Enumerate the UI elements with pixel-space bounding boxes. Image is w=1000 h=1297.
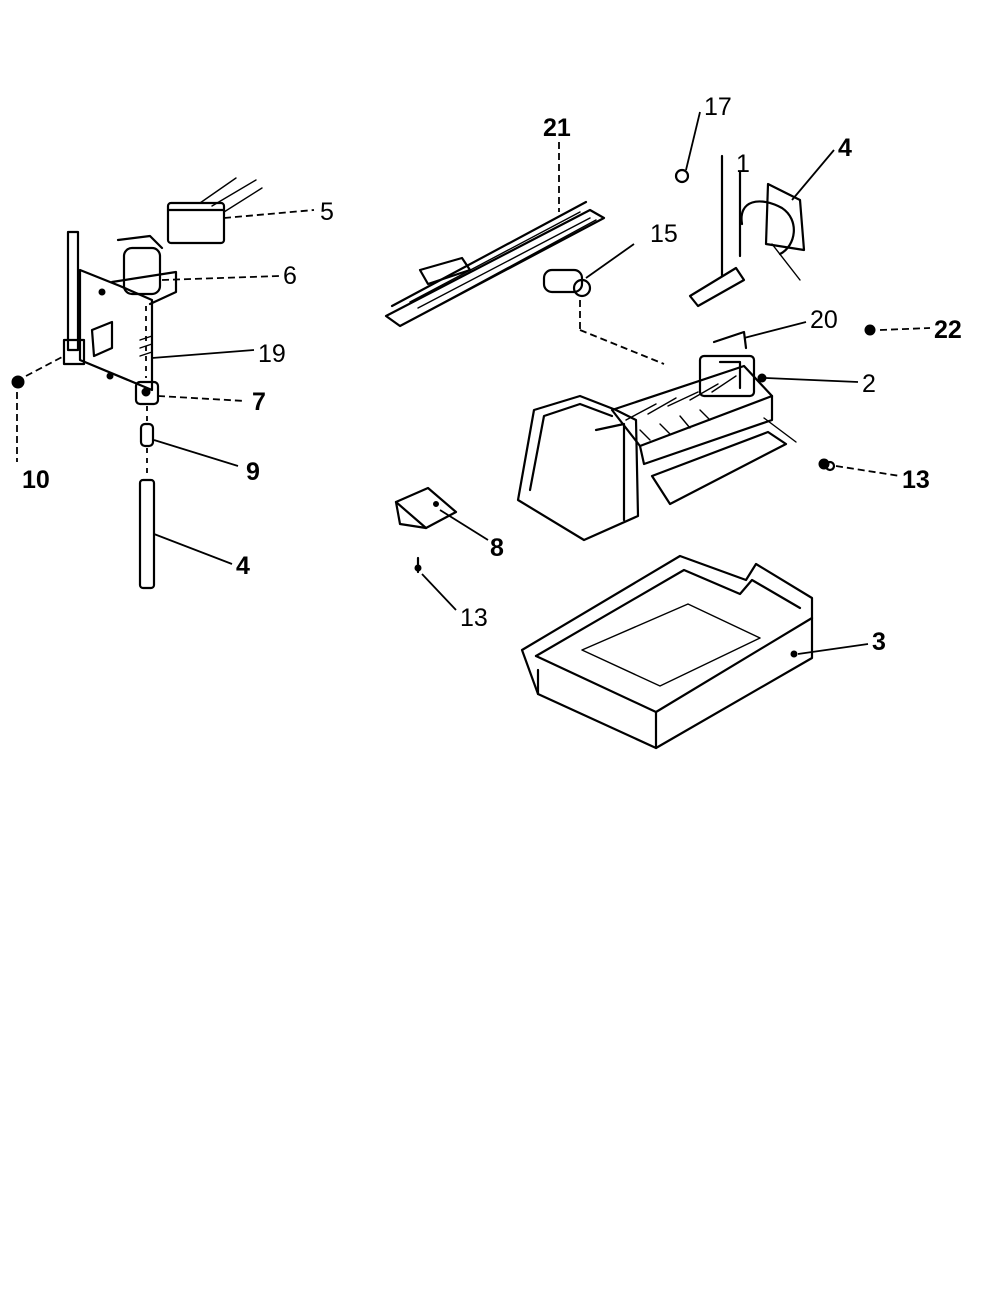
- callout-13-right: 13: [902, 466, 930, 494]
- part-3-ice-bin: [520, 554, 869, 750]
- callout-1: 1: [736, 150, 750, 178]
- callout-10: 10: [22, 466, 50, 494]
- callout-2: 2: [862, 370, 876, 398]
- callout-5: 5: [320, 198, 334, 226]
- callout-9: 9: [246, 458, 260, 486]
- part-4-tube-right: [740, 149, 835, 281]
- part-13-screw-right: [818, 458, 901, 477]
- part-9-ferrule: [139, 406, 155, 448]
- callout-17: 17: [704, 93, 732, 121]
- callout-20: 20: [810, 306, 838, 334]
- part-6-solenoid: [110, 234, 178, 306]
- part-22-screw: [864, 324, 931, 336]
- part-20-clip: [712, 321, 807, 350]
- callout-4-right: 4: [838, 134, 852, 162]
- part-2-ice-maker: [516, 354, 859, 542]
- callout-22: 22: [934, 316, 962, 344]
- part-5-connector: [166, 177, 263, 245]
- callout-4-left: 4: [236, 552, 250, 580]
- callout-8: 8: [490, 534, 504, 562]
- callout-15: 15: [650, 220, 678, 248]
- callout-3: 3: [872, 628, 886, 656]
- part-valve-bracket: [62, 230, 154, 392]
- part-17-fitting: [674, 111, 701, 184]
- part-15-thermostat: [542, 243, 665, 365]
- callout-6: 6: [283, 262, 297, 290]
- callout-21: 21: [543, 114, 571, 142]
- part-19-spring: [139, 306, 153, 378]
- callout-19: 19: [258, 340, 286, 368]
- part-13-screw-left: [414, 556, 457, 611]
- part-1-fill-tube: [688, 154, 746, 308]
- part-10-screw: [11, 355, 65, 462]
- callout-13-left: 13: [460, 604, 488, 632]
- callout-7: 7: [252, 388, 266, 416]
- part-4-tube-left: [138, 448, 156, 590]
- part-21-wire-harness: [384, 142, 606, 328]
- part-8-bracket: [394, 486, 489, 541]
- part-7-fitting: [134, 380, 160, 406]
